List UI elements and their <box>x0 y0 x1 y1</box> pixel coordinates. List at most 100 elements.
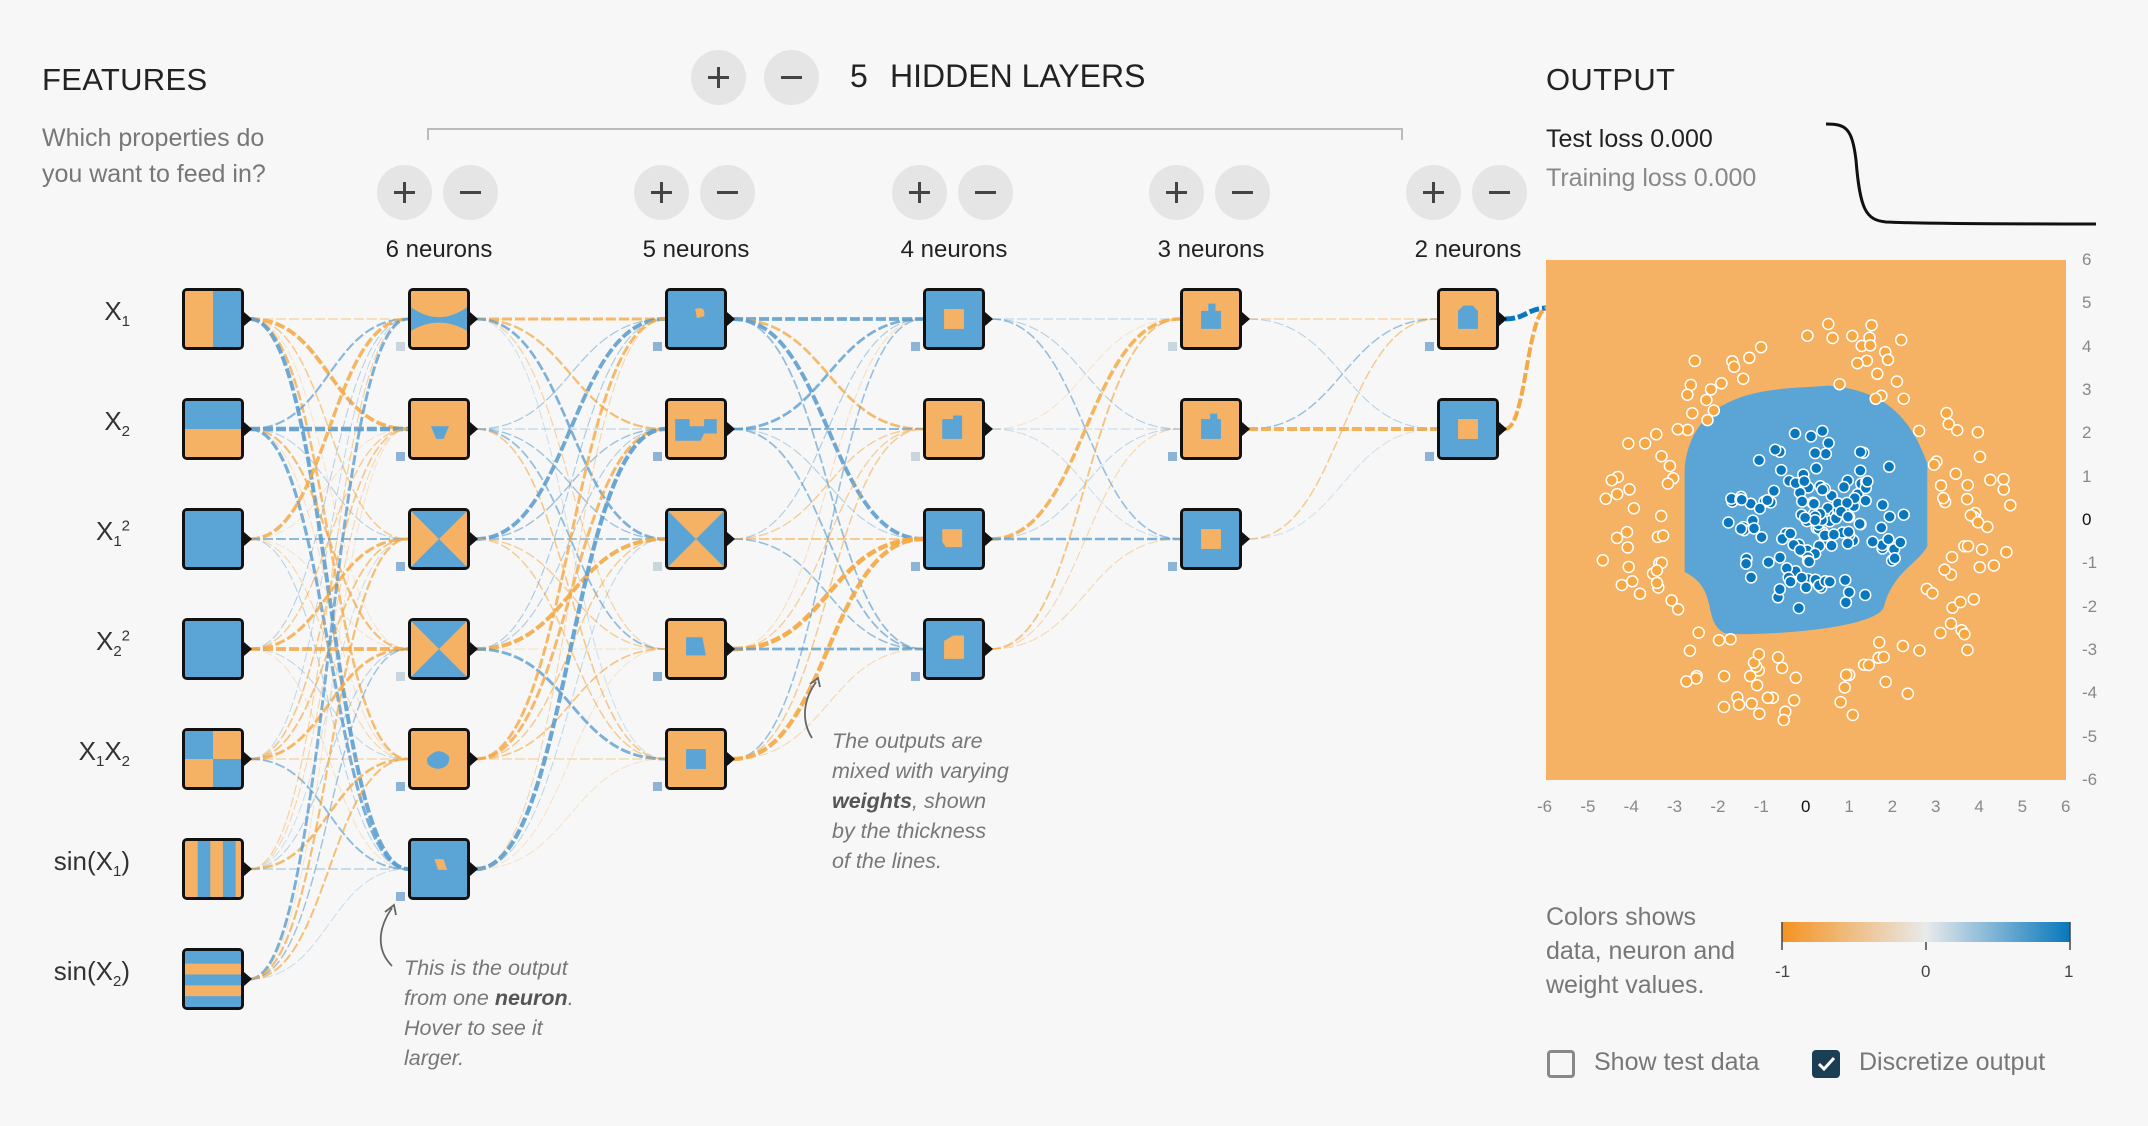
weight-link[interactable] <box>249 317 409 431</box>
neuron-node-l1-5[interactable] <box>408 728 470 790</box>
weight-link[interactable] <box>249 647 409 761</box>
weight-link[interactable] <box>732 428 924 540</box>
weight-link[interactable] <box>475 318 666 430</box>
neuron-node-l1-4[interactable] <box>408 618 470 680</box>
weight-link[interactable] <box>475 428 666 650</box>
weight-link[interactable] <box>475 426 666 872</box>
bias-indicator[interactable] <box>396 892 405 901</box>
bias-indicator[interactable] <box>911 452 920 461</box>
weight-link[interactable] <box>990 317 1181 541</box>
input-node-7[interactable] <box>182 948 244 1010</box>
neuron-node-l3-4[interactable] <box>923 618 985 680</box>
bias-indicator[interactable] <box>1425 452 1434 461</box>
neuron-node-l5-2[interactable] <box>1437 398 1499 460</box>
remove-neuron-button-layer-2[interactable] <box>700 165 755 220</box>
weight-link[interactable] <box>990 318 1181 650</box>
weight-link[interactable] <box>990 318 1181 430</box>
weight-link[interactable] <box>475 538 666 760</box>
output-link[interactable] <box>1504 305 1549 322</box>
weight-link[interactable] <box>990 428 1181 650</box>
discretize-output-checkbox[interactable] <box>1812 1050 1840 1078</box>
weight-link[interactable] <box>475 428 666 650</box>
bias-indicator[interactable] <box>396 342 405 351</box>
show-test-data-label[interactable]: Show test data <box>1594 1048 1760 1076</box>
add-layer-button[interactable] <box>691 50 746 105</box>
neuron-node-l3-3[interactable] <box>923 508 985 570</box>
bias-indicator[interactable] <box>653 342 662 351</box>
weight-link[interactable] <box>249 317 409 541</box>
neuron-node-l1-1[interactable] <box>408 288 470 350</box>
bias-indicator[interactable] <box>396 562 405 571</box>
neuron-node-l2-2[interactable] <box>665 398 727 460</box>
bias-indicator[interactable] <box>396 672 405 681</box>
weight-link[interactable] <box>249 868 409 980</box>
remove-neuron-button-layer-3[interactable] <box>958 165 1013 220</box>
weight-link[interactable] <box>475 317 666 541</box>
bias-indicator[interactable] <box>1168 452 1177 461</box>
weight-link[interactable] <box>475 318 666 650</box>
weight-link[interactable] <box>249 428 409 540</box>
add-neuron-button-layer-5[interactable] <box>1406 165 1461 220</box>
weight-link[interactable] <box>475 538 666 870</box>
weight-link[interactable] <box>249 318 409 650</box>
weight-link[interactable] <box>249 648 409 980</box>
bias-indicator[interactable] <box>911 672 920 681</box>
weight-link[interactable] <box>249 318 409 760</box>
neuron-node-l4-3[interactable] <box>1180 508 1242 570</box>
weight-link[interactable] <box>732 317 924 431</box>
input-node-3[interactable] <box>182 508 244 570</box>
weight-link[interactable] <box>249 318 409 870</box>
bias-indicator[interactable] <box>1168 562 1177 571</box>
output-link[interactable] <box>1504 306 1549 431</box>
weight-link[interactable] <box>732 318 924 760</box>
bias-indicator[interactable] <box>653 562 662 571</box>
weight-link[interactable] <box>249 538 409 870</box>
weight-link[interactable] <box>990 318 1181 430</box>
weight-link[interactable] <box>475 427 666 761</box>
remove-layer-button[interactable] <box>764 50 819 105</box>
bias-indicator[interactable] <box>1168 342 1177 351</box>
weight-link[interactable] <box>475 648 666 870</box>
weight-link[interactable] <box>732 317 924 431</box>
bias-indicator[interactable] <box>396 782 405 791</box>
neuron-node-l1-3[interactable] <box>408 508 470 570</box>
weight-link[interactable] <box>1247 428 1438 540</box>
neuron-node-l2-3[interactable] <box>665 508 727 570</box>
weight-link[interactable] <box>1247 318 1438 540</box>
remove-neuron-button-layer-5[interactable] <box>1472 165 1527 220</box>
weight-link[interactable] <box>249 428 409 650</box>
discretize-output-label[interactable]: Discretize output <box>1859 1048 2046 1076</box>
neuron-node-l5-1[interactable] <box>1437 288 1499 350</box>
output-heatmap[interactable] <box>1546 260 2066 780</box>
weight-link[interactable] <box>990 318 1181 540</box>
neuron-node-l3-2[interactable] <box>923 398 985 460</box>
weight-link[interactable] <box>249 428 409 980</box>
weight-link[interactable] <box>475 318 666 870</box>
weight-link[interactable] <box>732 538 924 650</box>
weight-link[interactable] <box>475 758 666 870</box>
remove-neuron-button-layer-4[interactable] <box>1215 165 1270 220</box>
weight-link[interactable] <box>732 648 924 760</box>
weight-link[interactable] <box>475 648 666 760</box>
remove-neuron-button-layer-1[interactable] <box>443 165 498 220</box>
bias-indicator[interactable] <box>911 562 920 571</box>
neuron-node-l4-2[interactable] <box>1180 398 1242 460</box>
bias-indicator[interactable] <box>1425 342 1434 351</box>
bias-indicator[interactable] <box>653 782 662 791</box>
input-node-4[interactable] <box>182 618 244 680</box>
show-test-data-checkbox[interactable] <box>1547 1050 1575 1078</box>
weight-link[interactable] <box>732 318 924 650</box>
bias-indicator[interactable] <box>653 672 662 681</box>
weight-link[interactable] <box>732 536 924 652</box>
weight-link[interactable] <box>249 317 409 981</box>
weight-link[interactable] <box>475 428 666 540</box>
neuron-node-l2-4[interactable] <box>665 618 727 680</box>
weight-link[interactable] <box>1247 318 1438 430</box>
input-node-5[interactable] <box>182 728 244 790</box>
weight-link[interactable] <box>475 538 666 760</box>
weight-link[interactable] <box>475 317 666 541</box>
input-node-2[interactable] <box>182 398 244 460</box>
weight-link[interactable] <box>732 318 924 650</box>
weight-link[interactable] <box>249 318 409 650</box>
weight-link[interactable] <box>249 537 409 981</box>
